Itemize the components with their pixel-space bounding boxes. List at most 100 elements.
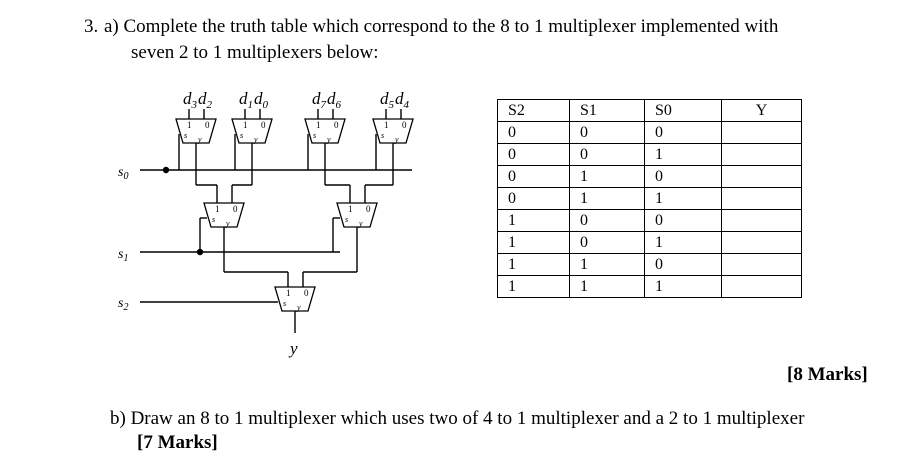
mux-output-label: y xyxy=(358,219,363,228)
svg-text:d5: d5 xyxy=(380,89,395,111)
select-value-cell: 0 xyxy=(497,121,570,144)
mux-select-label: s xyxy=(283,299,286,308)
select-value-cell: 1 xyxy=(569,253,645,276)
select-value-cell: 1 xyxy=(644,231,722,254)
header-s0: S0 xyxy=(644,99,722,122)
mux-select-label: s xyxy=(313,131,316,140)
mux-input-0-label: 0 xyxy=(366,204,371,214)
mux-input-1-label: 1 xyxy=(384,120,389,130)
circuit-wires xyxy=(140,109,412,333)
y-output-cell[interactable] xyxy=(721,143,802,166)
mux-input-0-label: 0 xyxy=(261,120,266,130)
mux-input-0-label: 0 xyxy=(334,120,339,130)
select-value-cell: 1 xyxy=(569,165,645,188)
header-s1: S1 xyxy=(569,99,645,122)
mux-select-label: s xyxy=(212,215,215,224)
select-value-cell: 1 xyxy=(644,143,722,166)
mux-input-0-label: 0 xyxy=(233,204,238,214)
select-value-cell: 0 xyxy=(569,231,645,254)
select-value-cell: 0 xyxy=(569,209,645,232)
y-output-cell[interactable] xyxy=(721,121,802,144)
mux-input-1-label: 1 xyxy=(316,120,321,130)
y-output-cell[interactable] xyxy=(721,253,802,276)
part-b-marks: [7 Marks] xyxy=(137,432,218,453)
y-output-cell[interactable] xyxy=(721,231,802,254)
select-value-cell: 1 xyxy=(569,275,645,298)
select-value-cell: 1 xyxy=(644,275,722,298)
mux-input-0-label: 0 xyxy=(304,288,309,298)
mux-input-1-label: 1 xyxy=(187,120,192,130)
mux-level1-d1-d0: 1 0 s y xyxy=(231,118,273,144)
junction-dot xyxy=(162,166,170,174)
mux-select-label: s xyxy=(184,131,187,140)
svg-text:d2: d2 xyxy=(198,89,213,111)
truth-table-header-row: S2 S1 S0 Y xyxy=(497,99,802,122)
select-value-cell: 1 xyxy=(497,253,570,276)
mux-output-label: y xyxy=(253,135,258,144)
select-value-cell: 0 xyxy=(644,165,722,188)
header-s2: S2 xyxy=(497,99,570,122)
y-output-cell[interactable] xyxy=(721,187,802,210)
header-y: Y xyxy=(721,99,802,122)
svg-text:d0: d0 xyxy=(254,89,269,111)
select-value-cell: 1 xyxy=(497,231,570,254)
mux-output-label: y xyxy=(326,135,331,144)
mux-input-0-label: 0 xyxy=(402,120,407,130)
select-label-s0: s0 xyxy=(118,165,128,182)
part-b-prompt: b) Draw an 8 to 1 multiplexer which uses… xyxy=(110,408,805,429)
svg-text:d3: d3 xyxy=(183,89,198,111)
mux-output-label: y xyxy=(225,219,230,228)
select-value-cell: 0 xyxy=(497,165,570,188)
mux-level1-d5-d4: 1 0 s y xyxy=(372,118,414,144)
y-output-cell[interactable] xyxy=(721,209,802,232)
select-value-cell: 0 xyxy=(569,143,645,166)
mux-select-label: s xyxy=(381,131,384,140)
select-value-cell: 0 xyxy=(644,209,722,232)
part-a-prompt-line1: a) Complete the truth table which corres… xyxy=(104,16,779,37)
select-value-cell: 1 xyxy=(497,275,570,298)
mux-select-label: s xyxy=(345,215,348,224)
svg-text:d1: d1 xyxy=(239,89,253,111)
y-output-cell[interactable] xyxy=(721,275,802,298)
mux-input-0-label: 0 xyxy=(205,120,210,130)
part-a-prompt-line2: seven 2 to 1 multiplexers below: xyxy=(131,42,379,63)
part-a-marks: [8 Marks] xyxy=(787,364,868,385)
svg-text:d7: d7 xyxy=(312,89,327,111)
junction-dot xyxy=(196,248,204,256)
select-value-cell: 1 xyxy=(569,187,645,210)
mux-level2-lower-group: 1 0 s y xyxy=(203,202,245,228)
mux-input-1-label: 1 xyxy=(243,120,248,130)
mux-input-1-label: 1 xyxy=(348,204,353,214)
mux-level1-d7-d6: 1 0 s y xyxy=(304,118,346,144)
select-label-s2: s2 xyxy=(118,296,128,313)
select-label-s1: s1 xyxy=(118,247,128,264)
select-value-cell: 1 xyxy=(644,187,722,210)
mux-level2-upper-group: 1 0 s y xyxy=(336,202,378,228)
select-value-cell: 1 xyxy=(497,209,570,232)
mux-input-1-label: 1 xyxy=(215,204,220,214)
svg-text:d6: d6 xyxy=(327,89,342,111)
y-output-cell[interactable] xyxy=(721,165,802,188)
mux-output-label: y xyxy=(394,135,399,144)
select-value-cell: 0 xyxy=(497,143,570,166)
svg-text:d4: d4 xyxy=(395,89,410,111)
mux-output-label: y xyxy=(296,303,301,312)
select-value-cell: 0 xyxy=(497,187,570,210)
select-value-cell: 0 xyxy=(569,121,645,144)
mux-select-label: s xyxy=(240,131,243,140)
